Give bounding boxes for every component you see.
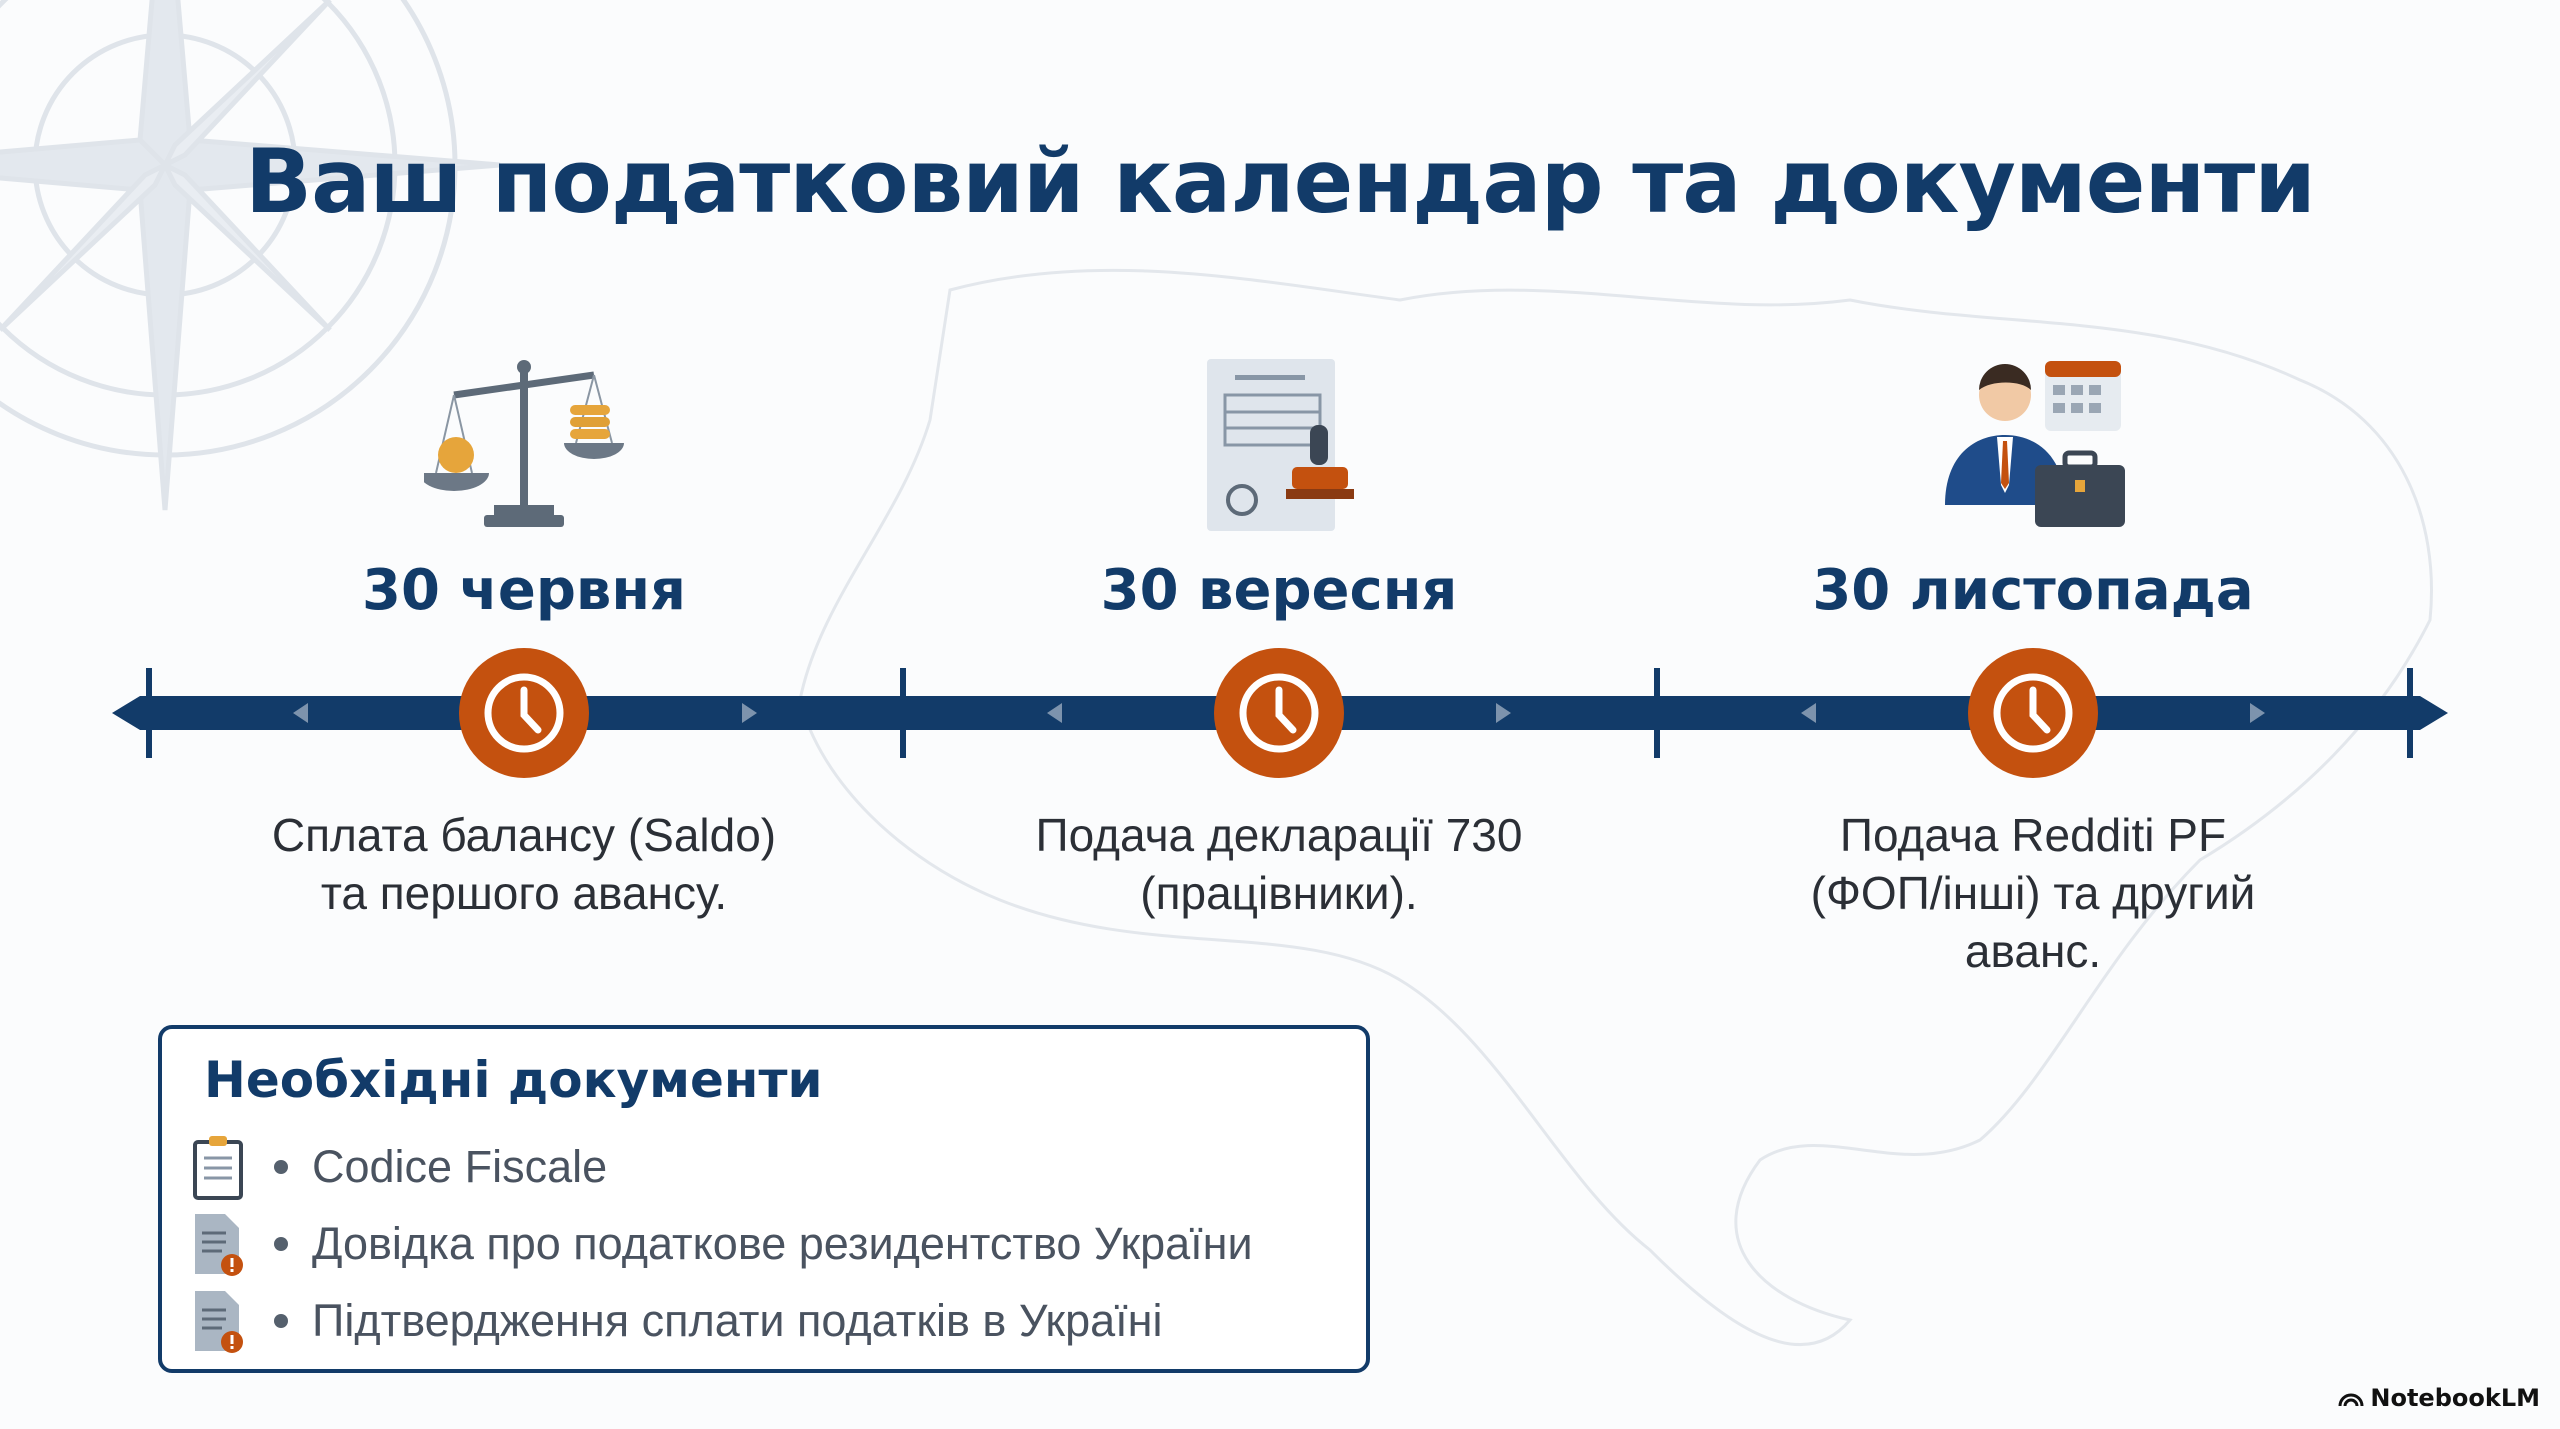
clock-icon: [459, 648, 589, 778]
desc-line: Подача декларації 730: [1035, 809, 1523, 861]
clock-icon: [1214, 648, 1344, 778]
document-item: Codice Fiscale: [192, 1132, 607, 1202]
timeline-desc-june: Сплата балансу (Saldo) та першого авансу…: [144, 806, 904, 922]
notebooklm-watermark: NotebookLM: [2338, 1384, 2540, 1412]
documents-heading: Необхідні документи: [204, 1051, 823, 1109]
clipboard-icon: [193, 1136, 243, 1200]
bullet: [274, 1314, 288, 1328]
branding-label: NotebookLM: [2370, 1384, 2540, 1412]
document-label: Підтвердження сплати податків в Україні: [312, 1295, 1163, 1346]
timeline-date-november: 30 листопада: [1812, 558, 2254, 623]
map-outline: [798, 268, 2433, 1347]
clock-icon: [1968, 648, 2098, 778]
notebooklm-logo-icon: [2338, 1393, 2364, 1407]
document-item: Підтвердження сплати податків в Україні: [192, 1286, 1162, 1356]
businessman-calendar-icon: [1935, 355, 2135, 535]
timeline-date-june: 30 червня: [361, 558, 687, 623]
document-item: Довідка про податкове резидентство Украї…: [192, 1209, 1253, 1279]
bullet: [274, 1160, 288, 1174]
desc-line: аванс.: [1964, 925, 2102, 977]
desc-line: (ФОП/інші) та другий: [1810, 867, 2256, 919]
page-title: Ваш податковий календар та документи: [245, 130, 2316, 233]
desc-line: Подача Redditi PF: [1839, 809, 2227, 861]
desc-line: та першого авансу.: [320, 867, 728, 919]
document-label: Codice Fiscale: [312, 1141, 608, 1192]
required-documents-panel: Необхідні документи Codice Fiscale Довід…: [158, 1025, 1370, 1373]
timeline-desc-november: Подача Redditi PF (ФОП/інші) та другий а…: [1653, 806, 2413, 980]
document-warning-icon: [195, 1291, 243, 1353]
document-label: Довідка про податкове резидентство Украї…: [312, 1218, 1253, 1269]
document-stamp-icon: [1180, 355, 1380, 535]
timeline-bar: [112, 648, 2448, 778]
desc-line: Сплата балансу (Saldo): [271, 809, 777, 861]
bullet: [274, 1237, 288, 1251]
timeline-desc-september: Подача декларації 730 (працівники).: [899, 806, 1659, 922]
scales-icon: [419, 355, 624, 535]
document-warning-icon: [195, 1214, 243, 1276]
timeline-date-september: 30 вересня: [1100, 558, 1458, 623]
desc-line: (працівники).: [1140, 867, 1418, 919]
compass-rose-icon: [0, 0, 501, 511]
